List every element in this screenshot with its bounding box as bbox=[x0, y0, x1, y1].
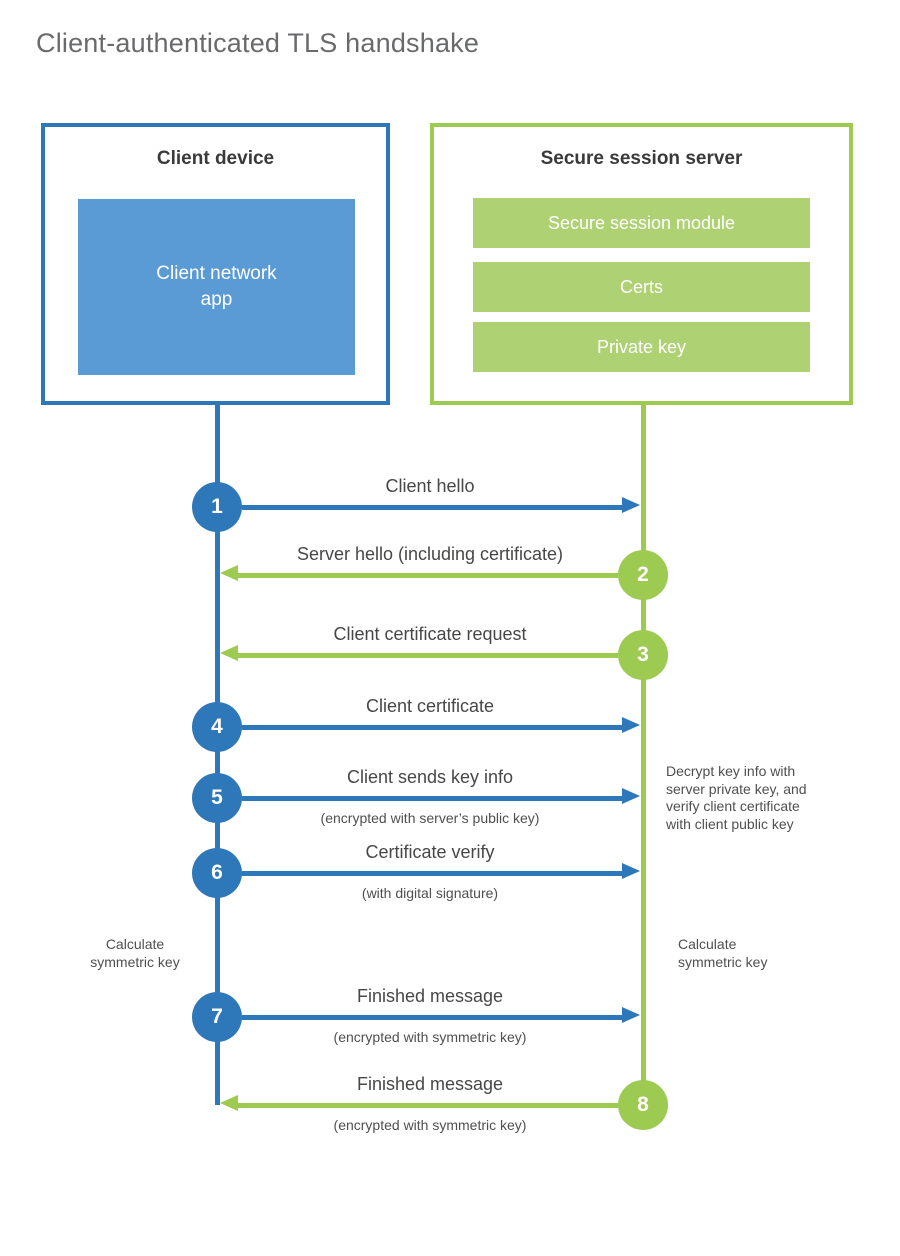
step-6-label: Certificate verify bbox=[365, 842, 495, 862]
step-8-label: Finished message bbox=[356, 1074, 504, 1094]
step-5-badge: 5 bbox=[192, 773, 242, 823]
server-certs-bar: Certs bbox=[473, 262, 810, 312]
step-3-arrowhead-icon bbox=[220, 645, 238, 661]
server-private-key-bar: Private key bbox=[473, 322, 810, 372]
server-lifeline bbox=[641, 405, 646, 1105]
step-7-arrowhead-icon bbox=[622, 1007, 640, 1023]
step-3-label: Client certificate request bbox=[333, 624, 527, 644]
step-4-label: Client certificate bbox=[365, 696, 495, 716]
step-5-label: Client sends key info bbox=[346, 767, 514, 787]
step-8-arrow-line bbox=[238, 1103, 618, 1108]
step-7-label: Finished message bbox=[356, 986, 504, 1006]
step-1-arrowhead-icon bbox=[622, 497, 640, 513]
client-device-box: Client device Client network app bbox=[41, 123, 390, 405]
step-3-badge: 3 bbox=[618, 630, 668, 680]
step-6-sublabel: (with digital signature) bbox=[361, 885, 499, 901]
step-1-arrow-line bbox=[242, 505, 622, 510]
step-2-label: Server hello (including certificate) bbox=[296, 544, 564, 564]
step-6-arrowhead-icon bbox=[622, 863, 640, 879]
step-2-arrow-line bbox=[238, 573, 618, 578]
step-6-badge: 6 bbox=[192, 848, 242, 898]
client-device-title: Client device bbox=[156, 148, 275, 169]
step-6-arrow-line bbox=[242, 871, 622, 876]
calculate-symmetric-key-note-server: Calculate symmetric key bbox=[678, 936, 768, 970]
step-3-arrow-line bbox=[238, 653, 618, 658]
secure-session-server-box: Secure session server Secure session mod… bbox=[430, 123, 853, 405]
step-7-sublabel: (encrypted with symmetric key) bbox=[333, 1029, 527, 1045]
step-1-label: Client hello bbox=[385, 476, 475, 496]
step-5-arrowhead-icon bbox=[622, 788, 640, 804]
step-2-badge: 2 bbox=[618, 550, 668, 600]
step-7-badge: 7 bbox=[192, 992, 242, 1042]
step-8-badge: 8 bbox=[618, 1080, 668, 1130]
client-lifeline bbox=[215, 405, 220, 1105]
secure-session-server-title: Secure session server bbox=[540, 148, 743, 169]
step-8-arrowhead-icon bbox=[220, 1095, 238, 1111]
step-4-arrowhead-icon bbox=[622, 717, 640, 733]
step-5-arrow-line bbox=[242, 796, 622, 801]
step-8-sublabel: (encrypted with symmetric key) bbox=[333, 1117, 527, 1133]
step-4-arrow-line bbox=[242, 725, 622, 730]
step-1-badge: 1 bbox=[192, 482, 242, 532]
step-5-sublabel: (encrypted with server’s public key) bbox=[320, 810, 540, 826]
step-2-arrowhead-icon bbox=[220, 565, 238, 581]
calculate-symmetric-key-note-client: Calculate symmetric key bbox=[90, 936, 180, 970]
diagram-title: Client-authenticated TLS handshake bbox=[36, 28, 480, 58]
client-network-app-box: Client network app bbox=[78, 199, 355, 375]
decrypt-key-info-note: Decrypt key info with server private key… bbox=[666, 763, 807, 832]
step-7-arrow-line bbox=[242, 1015, 622, 1020]
server-secure-session-module-bar: Secure session module bbox=[473, 198, 810, 248]
step-4-badge: 4 bbox=[192, 702, 242, 752]
